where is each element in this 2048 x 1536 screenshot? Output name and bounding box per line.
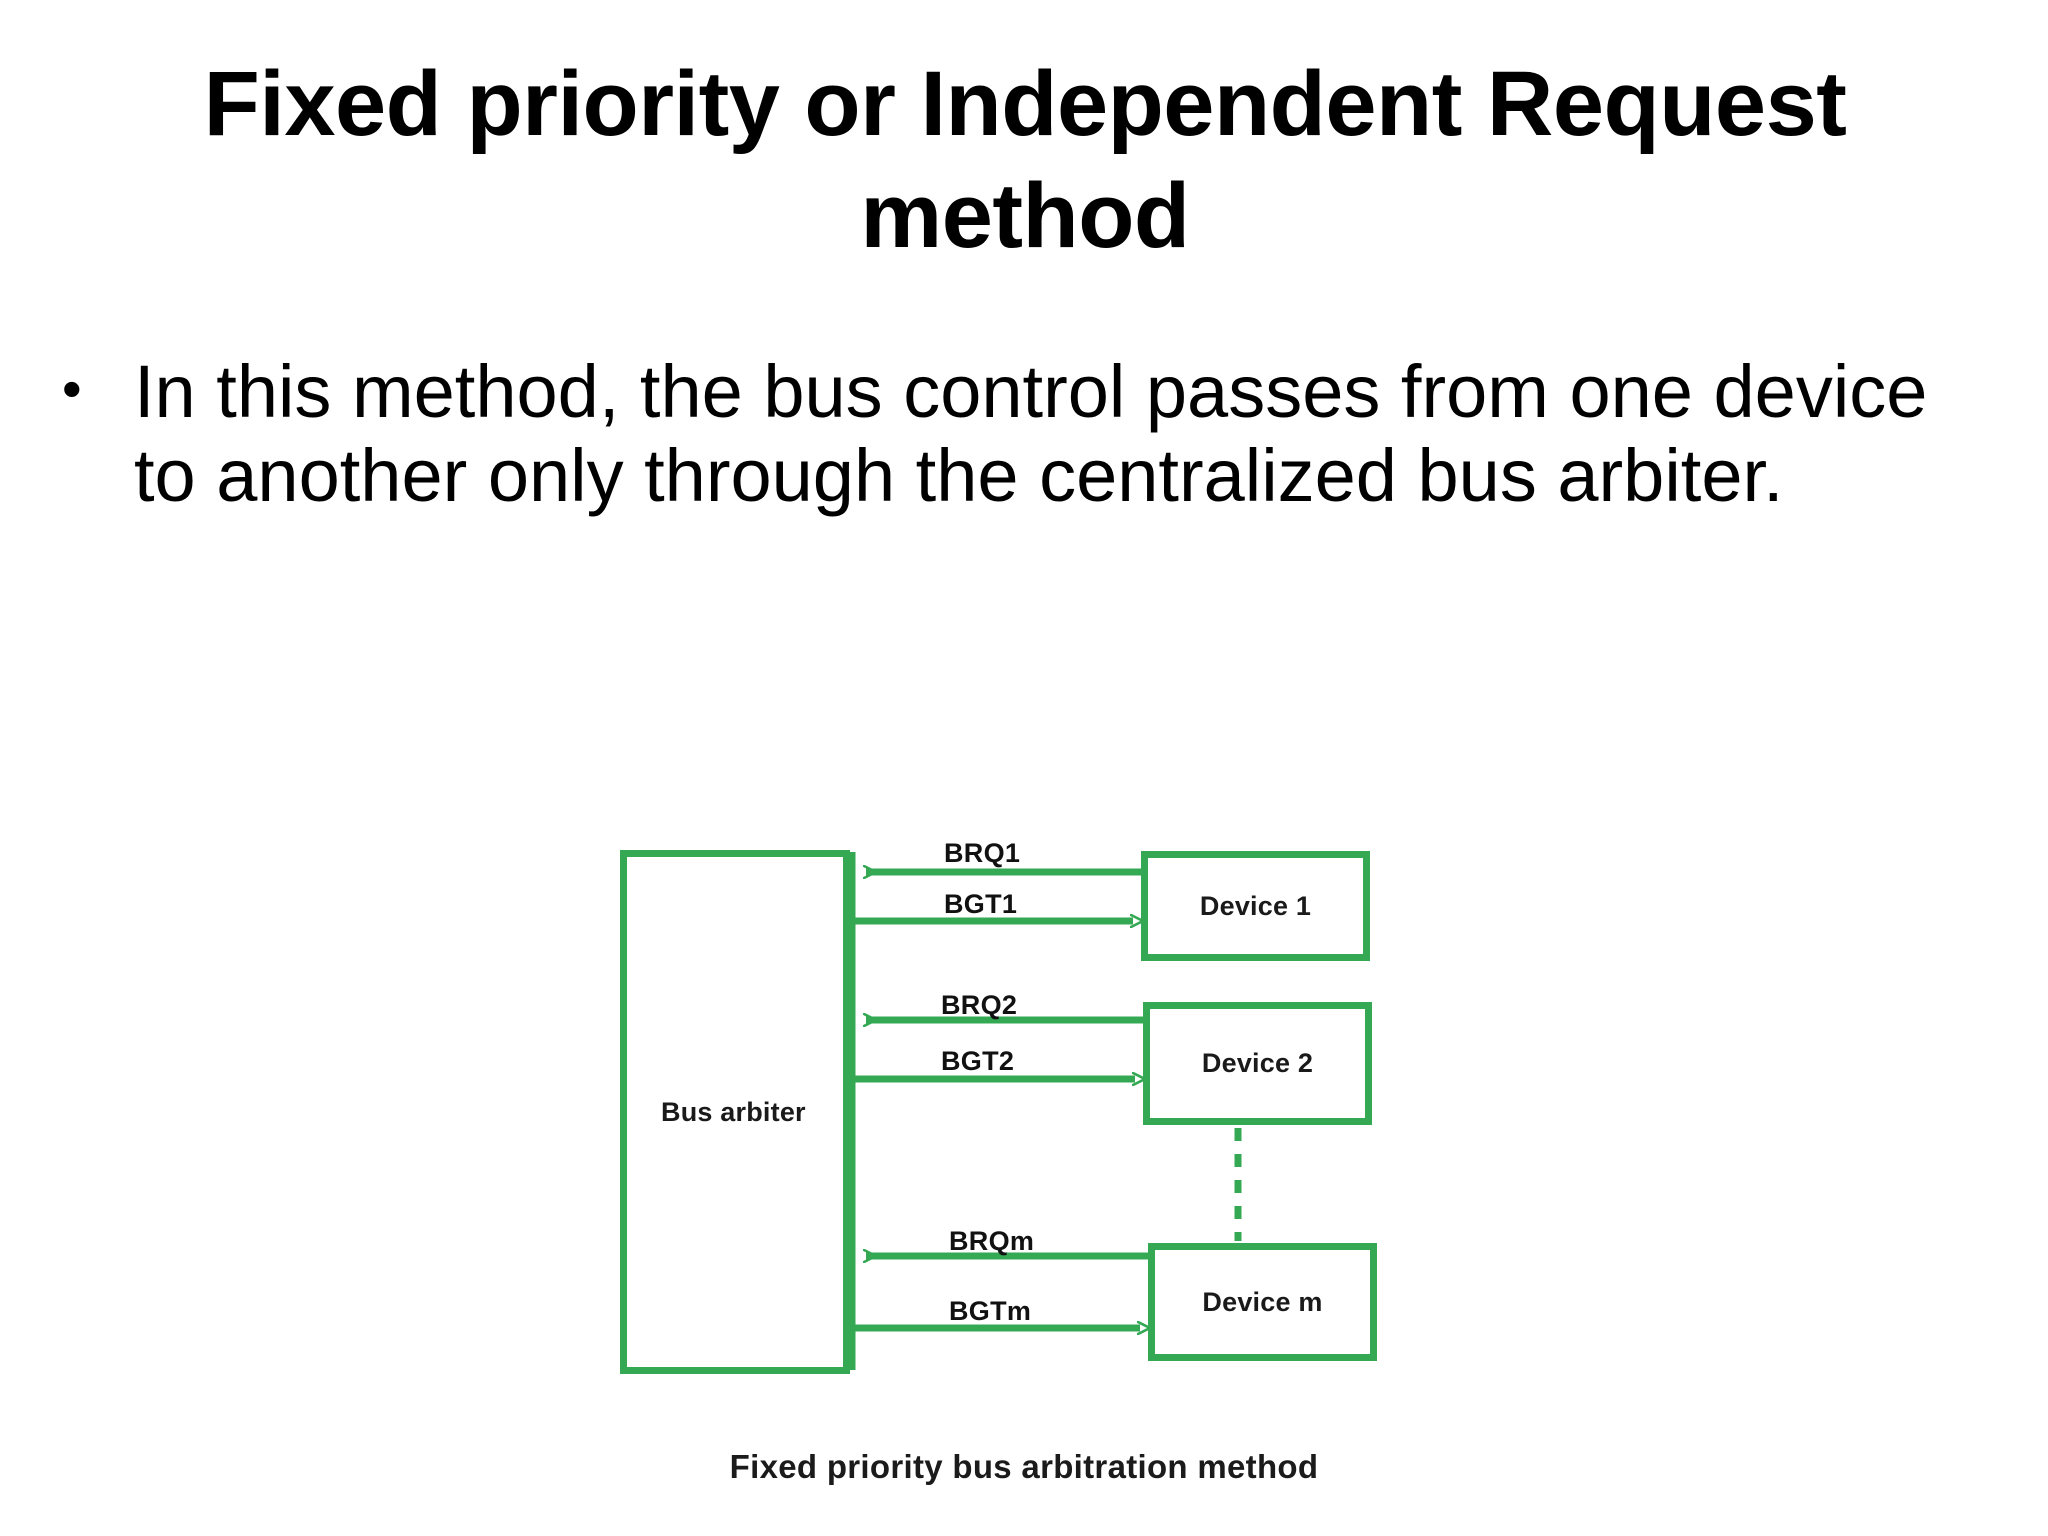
box-bus-arbiter[interactable]: Bus arbiter — [620, 850, 850, 1374]
bullet-list: • In this method, the bus control passes… — [62, 350, 1962, 519]
box-device-m[interactable]: Device m — [1148, 1243, 1377, 1361]
signal-label-bgt1: BGT1 — [944, 889, 1018, 919]
bullet-text: In this method, the bus control passes f… — [134, 350, 1928, 518]
box-device-1-label: Device 1 — [1199, 890, 1312, 921]
box-device-1[interactable]: Device 1 — [1141, 851, 1370, 961]
signal-label-bgt2: BGT2 — [941, 1046, 1015, 1076]
box-device-2[interactable]: Device 2 — [1143, 1002, 1372, 1125]
signal-label-brq1: BRQ1 — [944, 838, 1021, 868]
box-bus-arbiter-label: Bus arbiter — [661, 1096, 806, 1127]
box-device-2-label: Device 2 — [1201, 1048, 1314, 1078]
bullet-point-icon: • — [62, 357, 82, 420]
page-title: Fixed priority or Independent Request me… — [203, 53, 1847, 268]
box-device-m-label: Device m — [1202, 1286, 1323, 1317]
list-item: • In this method, the bus control passes… — [62, 350, 1962, 519]
signal-label-bgtm: BGTm — [949, 1296, 1032, 1326]
diagram-caption: Fixed priority bus arbitration method — [729, 1448, 1319, 1485]
signal-label-brq2: BRQ2 — [941, 990, 1018, 1020]
signal-label-brqm: BRQm — [949, 1226, 1035, 1256]
